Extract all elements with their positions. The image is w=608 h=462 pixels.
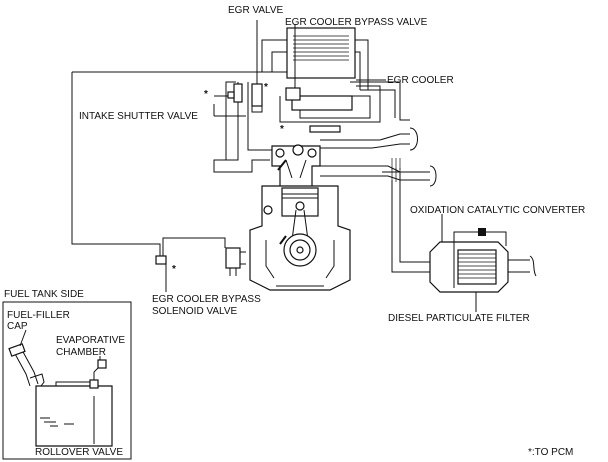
fuel-tank-panel [2,301,132,460]
label-fuel-filler-cap-line2: CAP [7,321,28,332]
label-egr-cooler: EGR COOLER [387,75,454,86]
asterisk-solenoid: * [172,264,176,275]
label-evaporative-chamber-line2: CHAMBER [56,347,106,358]
asterisk-intake-shutter: * [204,89,208,100]
egr-valve [251,20,263,113]
engine-block [249,185,351,291]
label-intake-shutter-valve: INTAKE SHUTTER VALVE [79,111,198,122]
label-egr-cooler-bypass-valve: EGR COOLER BYPASS VALVE [285,17,428,28]
cylinder-head [271,144,321,191]
label-rollover-valve: ROLLOVER VALVE [35,447,123,458]
asterisk-egr-cooler-bypass: * [280,124,284,135]
vacuum-hose-egr-bypass-2 [162,237,226,258]
intake-shutter-valve [214,83,243,103]
label-solenoid-valve-line2: SOLENOID VALVE [152,306,238,317]
label-solenoid-valve-line1: EGR COOLER BYPASS [152,294,261,305]
label-evaporative-chamber-line1: EVAPORATIVE [56,335,125,346]
egr-cooler-bypass-valve [285,24,301,101]
label-egr-valve: EGR VALVE [228,5,284,16]
intake-piping [213,27,437,187]
legend-to-pcm: *:TO PCM [528,447,573,458]
egr-cooler-bypass-solenoid-valve [155,247,246,276]
label-oxidation-catalytic-converter: OXIDATION CATALYTIC CONVERTER [410,205,585,216]
asterisk-egr-valve: * [264,82,268,93]
label-fuel-tank-side: FUEL TANK SIDE [4,289,84,300]
leader-lines [19,79,477,444]
label-fuel-filler-cap-line1: FUEL-FILLER [7,310,70,321]
label-diesel-particulate-filter: DIESEL PARTICULATE FILTER [388,313,530,324]
exhaust-pipe [382,171,537,293]
